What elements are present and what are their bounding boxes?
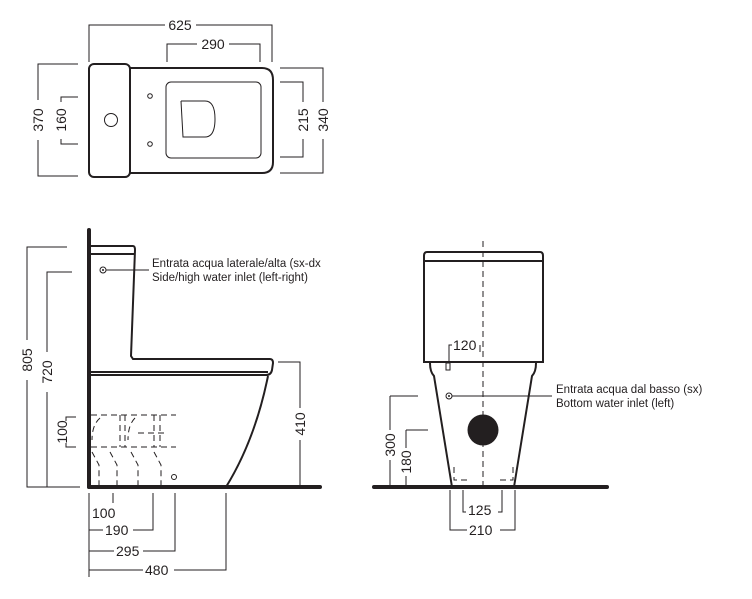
dim-180: 180 [398,450,414,474]
dim-210: 210 [469,522,493,538]
bowl-opening [165,81,262,159]
cistern-top [88,63,131,178]
cistern-front [423,251,544,363]
seat-fixing-hole [147,93,153,99]
seat-fixing-hole [147,141,153,147]
outlet-hole [467,414,499,446]
dim-190: 190 [105,522,129,538]
dim-100: 100 [92,505,116,521]
dim-120: 120 [453,337,477,353]
dim-295: 295 [116,543,140,559]
flush-button [104,113,118,127]
bottom-inlet-note-en: Bottom water inlet (left) [556,398,674,410]
side-view: Entrata acqua laterale/alta (sx-dx Side/… [19,228,322,578]
dim-100-vertical: 100 [54,420,70,444]
dim-340: 340 [315,108,331,132]
dim-410: 410 [292,412,308,436]
bowl-top [130,67,274,174]
cistern-and-seat [90,245,275,376]
bowl-profile [225,375,269,488]
side-inlet-note-it: Entrata acqua laterale/alta (sx-dx [152,258,321,270]
dim-290: 290 [201,36,225,52]
pedestal-front [429,362,537,488]
dim-300: 300 [382,433,398,457]
dim-125: 125 [468,502,492,518]
dim-480: 480 [145,562,169,578]
top-view: 625 290 370 160 215 340 [30,17,331,178]
dim-805: 805 [19,348,35,372]
dim-215: 215 [295,108,311,132]
dim-160: 160 [53,108,69,132]
side-inlet-note-en: Side/high water inlet (left-right) [152,272,308,284]
bottom-inlet-note-it: Entrata acqua dal basso (sx) [556,384,703,396]
dim-720: 720 [39,360,55,384]
front-view: Entrata acqua dal basso (sx) Bottom wate… [372,241,703,538]
dim-625: 625 [168,17,192,33]
drain-outline [180,100,216,138]
dim-370: 370 [30,108,46,132]
